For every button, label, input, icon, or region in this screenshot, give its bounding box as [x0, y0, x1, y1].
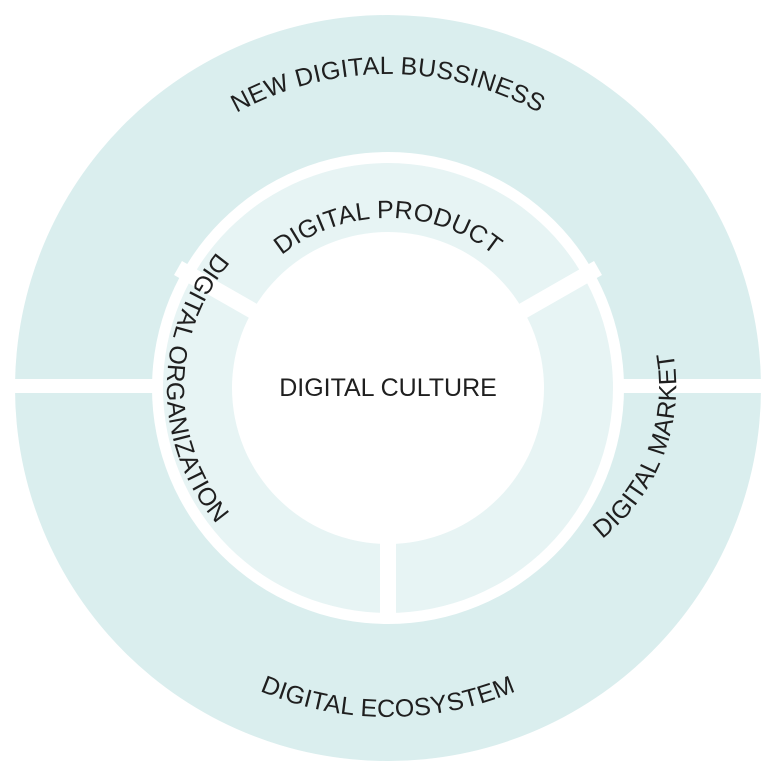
- center-label: DIGITAL CULTURE: [279, 374, 497, 402]
- outer-ring-separator-left: [10, 379, 155, 393]
- center-circle: [232, 232, 544, 544]
- outer-ring-separator-right: [621, 379, 766, 393]
